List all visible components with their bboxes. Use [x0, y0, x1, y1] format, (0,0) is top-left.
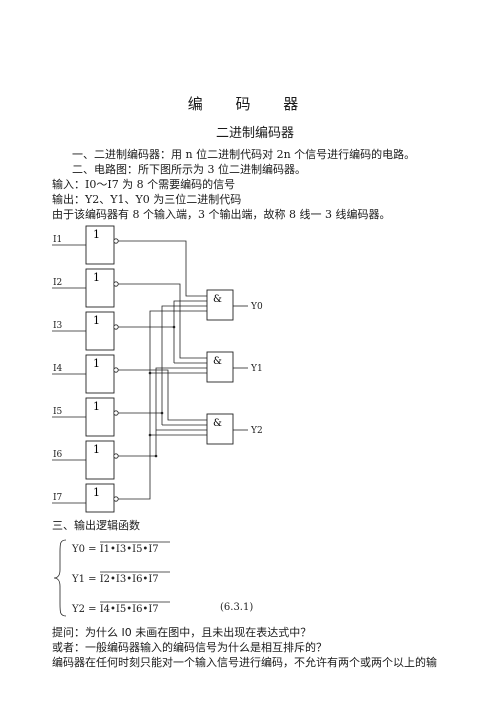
answer-text: 编码器在任何时刻只能对一个输入信号进行编码，不允许有两个或两个以上的输: [52, 656, 437, 669]
input-label-i3: I3: [53, 321, 63, 331]
inverter-label: 1: [93, 228, 100, 241]
equation-y2: Y2 = I4•I5•I6•I7: [71, 604, 159, 615]
question-2: 或者：一般编码器输入的编码信号为什么是相互排斥的？: [52, 641, 327, 654]
encoder-circuit-diagram: 1 1 1 1 1 1 1: [52, 225, 263, 513]
paragraph-outputs: 输出：Y2、Y1、Y0 为三位二进制代码: [52, 193, 242, 206]
paragraph-inputs: 输入：I0～I7 为 8 个需要编码的信号: [52, 178, 236, 191]
inverter-label: 1: [93, 486, 100, 499]
input-label-i2: I2: [53, 278, 62, 288]
inverter-label: 1: [93, 400, 100, 413]
paragraph-definition: 一、二进制编码器：用 n 位二进制代码对 2n 个信号进行编码的电路。: [72, 148, 416, 161]
input-label-i5: I5: [53, 407, 63, 417]
inverter-gate-i2: 1: [85, 268, 119, 308]
and-gate-y0: &: [206, 289, 234, 321]
inverter-label: 1: [93, 314, 100, 327]
inverter-label: 1: [93, 271, 100, 284]
inverter-label: 1: [93, 443, 100, 456]
and-label: &: [213, 418, 222, 429]
wire-junctions: [148, 325, 176, 458]
equation-y0: Y0 = I1•I3•I5•I7: [71, 544, 159, 555]
output-label-y2: Y2: [250, 426, 263, 436]
section-output-functions: 三、输出逻辑函数: [52, 519, 140, 532]
inverter-gate-i6: 1: [85, 440, 119, 480]
input-label-i6: I6: [53, 450, 63, 460]
inverter-gate-i1: 1: [85, 225, 119, 265]
inverter-gate-i5: 1: [85, 397, 119, 437]
circuit-wires: [52, 240, 248, 504]
input-label-i4: I4: [53, 364, 63, 374]
output-label-y0: Y0: [250, 302, 263, 312]
equation-brace: [53, 539, 67, 617]
paragraph-summary: 由于该编码器有 8 个输入端，3 个输出端，故称 8 线一 3 线编码器。: [52, 208, 391, 221]
equation-y1: Y1 = I2•I3•I6•I7: [71, 574, 159, 585]
inverter-gate-i3: 1: [85, 311, 119, 351]
inverter-gate-i7: 1: [85, 483, 119, 513]
inverter-label: 1: [93, 357, 100, 370]
inverter-gate-i4: 1: [85, 354, 119, 394]
question-1: 提问：为什么 I0 未画在图中，且未出现在表达式中？: [52, 626, 312, 639]
page-title: 编 码 器: [187, 95, 313, 113]
input-label-i7: I7: [53, 493, 63, 503]
paragraph-circuit-intro: 二、电路图：所下图所示为 3 位二进制编码器。: [72, 163, 306, 176]
and-label: &: [213, 356, 222, 367]
and-gate-y2: &: [206, 413, 234, 445]
and-label: &: [213, 294, 222, 305]
output-label-y1: Y1: [250, 364, 263, 374]
equation-number: (6.3.1): [220, 602, 253, 613]
input-label-i1: I1: [53, 235, 62, 245]
section-subtitle: 二进制编码器: [215, 126, 294, 141]
logic-equations: Y0 = I1•I3•I5•I7 Y1 = I2•I3•I6•I7 Y2 = I…: [53, 539, 253, 617]
and-gate-y1: &: [206, 351, 234, 383]
